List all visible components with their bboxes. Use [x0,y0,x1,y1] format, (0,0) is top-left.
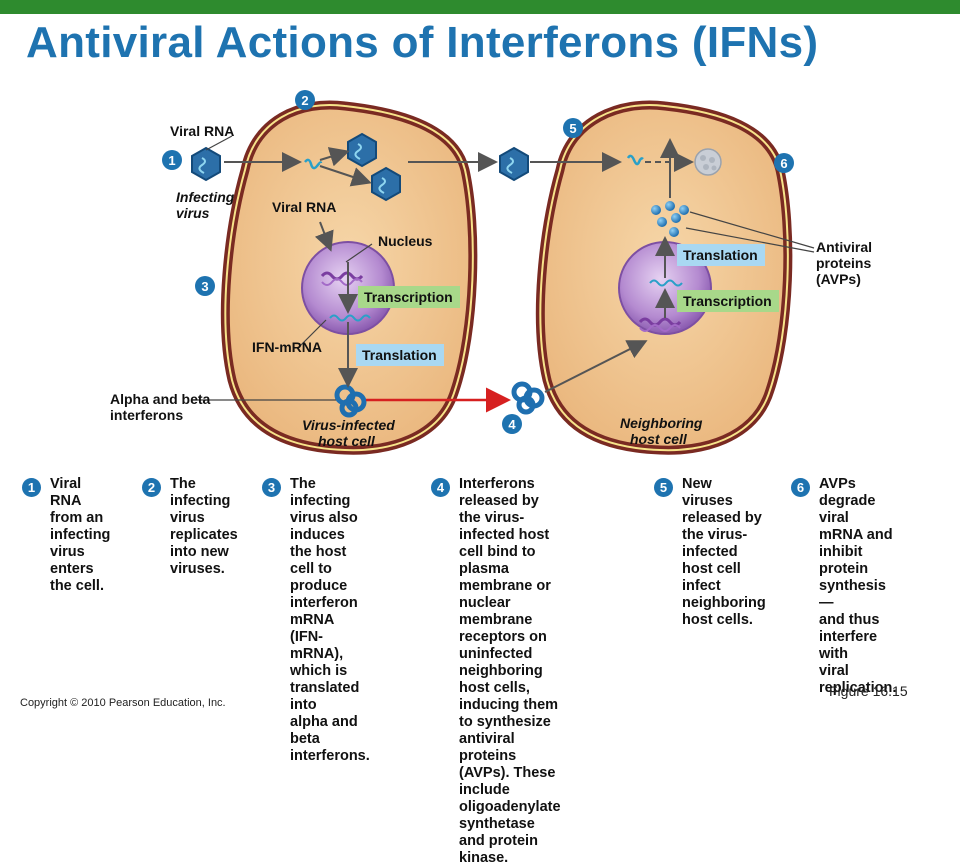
copyright-notice: Copyright © 2010 Pearson Education, Inc. [20,697,226,709]
viral-rna-squiggle-left [304,158,323,170]
figure-reference: Figure 16.15 [829,683,908,699]
right-cell-label-1: Neighboring [620,415,703,431]
viral-rna-inner-label: Viral RNA [272,199,336,215]
left-dna-strand2 [321,278,363,286]
flow-arrows [224,138,694,393]
svg-text:4: 4 [508,417,516,432]
transcription-label-right: Transcription [683,293,772,309]
infecting-virus-label-2: virus [176,205,210,221]
step-1-badge: 1 [22,478,41,497]
avp-dots [651,201,689,237]
alpha-beta-label-2: interferons [110,407,183,423]
left-cell-label-1: Virus-infected [302,417,395,433]
right-dna-strand2 [639,324,681,332]
svg-text:5: 5 [569,121,576,136]
new-virus-icon-2 [371,166,401,202]
svg-text:2: 2 [301,93,308,108]
step-5-text: New viruses released by the virus- infec… [682,476,766,628]
translation-box-left [356,344,444,366]
marker-1: 1 [162,150,182,170]
avp-label-1: Antiviral [816,239,872,255]
transcription-box-right [677,290,779,312]
leader-lines [192,135,815,401]
infecting-virus-label-1: Infecting [176,189,235,205]
step-3-badge: 3 [262,478,281,497]
marker-3: 3 [195,276,215,296]
avp-label-3: (AVPs) [816,271,861,287]
marker-4: 4 [502,414,522,434]
right-cell-label-2: host cell [630,431,688,447]
top-accent-bar [0,0,960,14]
step-4-text: Interferons released by the virus-infect… [459,476,561,866]
new-virus-icon-1 [347,132,377,168]
page-title: Antiviral Actions of Interferons (IFNs) [26,18,819,67]
step-6-text: AVPs degrade viral mRNA and inhibit prot… [819,476,897,696]
avp-label-2: proteins [816,255,871,271]
svg-text:1: 1 [168,153,175,168]
avp-mrna-squiggle [649,279,683,287]
degraded-virus-icon [694,148,722,176]
left-cell-label-2: host cell [318,433,376,449]
released-virus-icon [499,146,529,182]
ifn-mrna-squiggle [329,314,371,322]
ifn-mrna-label: IFN-mRNA [252,339,322,355]
step-2-badge: 2 [142,478,161,497]
infecting-virus-icon [191,146,221,182]
transcription-box-left [358,286,460,308]
step-6-badge: 6 [791,478,810,497]
translation-label-right: Translation [683,247,758,263]
interferon-diagram: Viral RNA Infecting virus Viral RNA Nucl… [110,90,872,455]
svg-text:6: 6 [780,156,787,171]
transcription-label-left: Transcription [364,289,453,305]
step-3-text: The infecting virus also induces the hos… [290,476,370,764]
translation-label-left: Translation [362,347,437,363]
step-1-text: Viral RNA from an infecting virus enters… [50,476,111,594]
step-4-badge: 4 [431,478,450,497]
step-2-text: The infecting virus replicates into new … [170,476,238,577]
marker-6: 6 [774,153,794,173]
alpha-beta-label-1: Alpha and beta [110,391,211,407]
viral-rna-squiggle-right [626,154,644,166]
viral-rna-label: Viral RNA [170,123,234,139]
step-descriptions: 1 Viral RNA from an infecting virus ente… [0,476,960,866]
translation-box-right [677,244,765,266]
step-5-badge: 5 [654,478,673,497]
marker-2: 2 [295,90,315,110]
svg-text:3: 3 [201,279,208,294]
nucleus-label: Nucleus [378,233,433,249]
interferon-protein-released [511,381,545,415]
marker-5: 5 [563,118,583,138]
